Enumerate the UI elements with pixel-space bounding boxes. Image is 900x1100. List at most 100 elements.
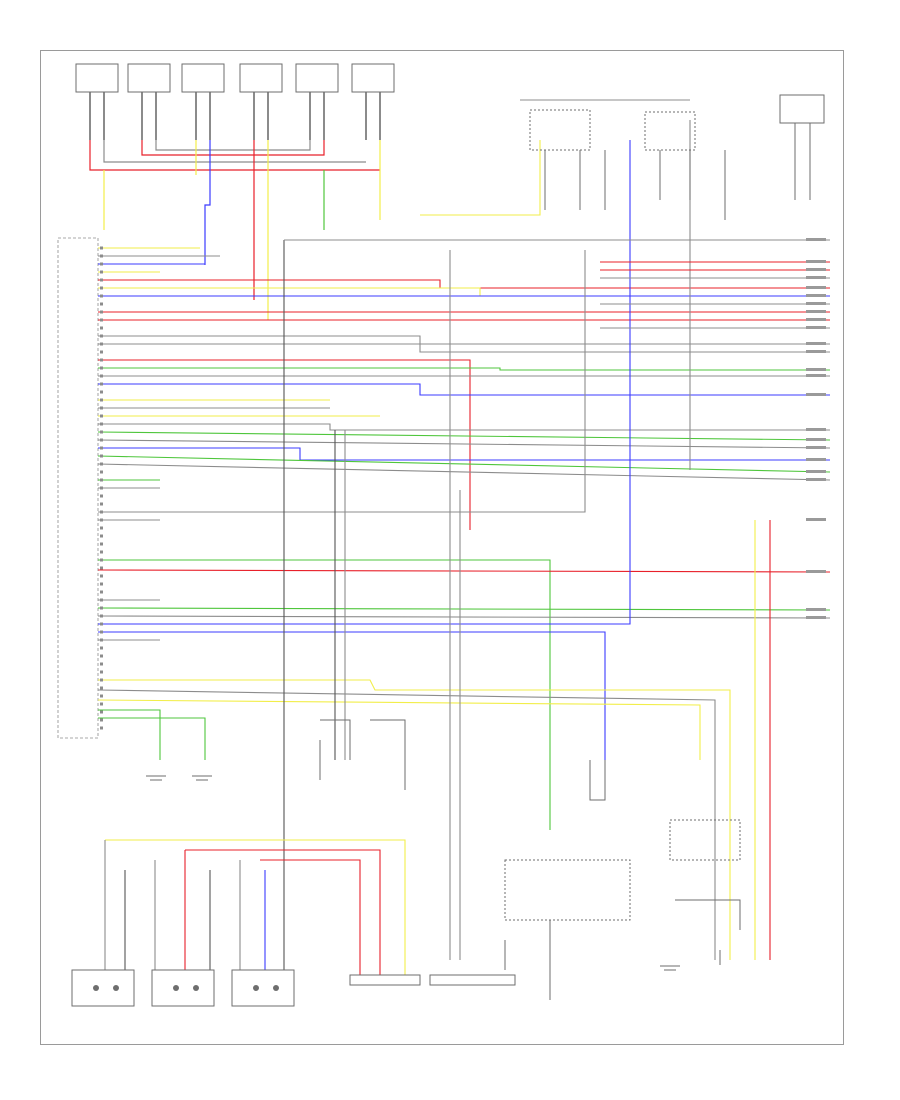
ecm-pin <box>100 422 103 426</box>
top-components <box>75 63 395 93</box>
ecm-connector-block <box>57 237 99 739</box>
ecm-pin <box>100 670 103 674</box>
ecm-pin <box>100 262 103 266</box>
top-relay <box>529 94 825 220</box>
wire-code-mark <box>806 286 826 289</box>
ecm-pin <box>100 694 103 698</box>
wire-code-mark <box>806 318 826 321</box>
ecm-pin <box>100 582 103 586</box>
ecm-pin <box>100 358 103 362</box>
ecm-pin <box>100 654 103 658</box>
wire-code-mark <box>806 326 826 329</box>
ecm-pin <box>100 542 103 546</box>
wire-code-mark <box>806 616 826 619</box>
ecm-pin <box>100 390 103 394</box>
ecm-pin <box>100 526 103 530</box>
wire-code-mark <box>806 438 826 441</box>
ecm-pin <box>100 510 103 514</box>
ecm-pin <box>100 294 103 298</box>
wire-code-mark <box>806 374 826 377</box>
ecm-pin <box>100 558 103 562</box>
ecm-pin <box>100 534 103 538</box>
ecm-pin <box>100 318 103 322</box>
wire-code-mark <box>806 368 826 371</box>
ecm-pin <box>100 334 103 338</box>
wire-code-mark <box>806 518 826 521</box>
ecm-pin <box>100 462 103 466</box>
ecm-pin <box>100 326 103 330</box>
ecm-pin <box>100 446 103 450</box>
wire-code-mark <box>806 470 826 473</box>
top-harness <box>89 140 381 320</box>
ecm-pin <box>100 246 103 250</box>
ecm-pin <box>100 254 103 258</box>
wire-code-mark <box>806 294 826 297</box>
ecm-pin <box>100 638 103 642</box>
wire-code-mark <box>806 446 826 449</box>
ecm-pin <box>100 494 103 498</box>
ecm-pin <box>100 486 103 490</box>
ecm-pin <box>100 518 103 522</box>
injector-symbols <box>93 985 279 991</box>
ecm-pin <box>100 662 103 666</box>
ecm-pin <box>100 470 103 474</box>
ecm-pin <box>100 566 103 570</box>
wire-code-mark <box>806 276 826 279</box>
diagram-frame <box>40 50 844 1045</box>
wire-code-mark <box>806 302 826 305</box>
ecm-pin <box>100 414 103 418</box>
wire-code-mark <box>806 458 826 461</box>
wire-code-mark <box>806 342 826 345</box>
ecm-pin <box>100 630 103 634</box>
ecm-pin <box>100 622 103 626</box>
ecm-pin <box>100 270 103 274</box>
bottom-right-components <box>319 719 741 1000</box>
ecm-pin <box>100 454 103 458</box>
ecm-pin <box>100 286 103 290</box>
wire-code-mark <box>806 268 826 271</box>
wire-code-mark <box>806 608 826 611</box>
ecm-pin <box>100 350 103 354</box>
ecm-pin <box>100 502 103 506</box>
ecm-pin <box>100 606 103 610</box>
ecm-pin <box>100 342 103 346</box>
ecm-pin <box>100 678 103 682</box>
ecm-pin <box>100 550 103 554</box>
top-component-pins <box>89 92 381 140</box>
ecm-pin <box>100 702 103 706</box>
trunk-lines <box>283 99 830 990</box>
ecm-pin <box>100 310 103 314</box>
wire-code-mark <box>806 310 826 313</box>
ecm-pin <box>100 278 103 282</box>
ground-symbols <box>146 775 680 971</box>
injectors <box>71 969 516 1007</box>
wire-code-mark <box>806 570 826 573</box>
ecm-pin <box>100 614 103 618</box>
ecm-pin <box>100 478 103 482</box>
wire-code-mark <box>806 350 826 353</box>
wire-code-mark <box>806 428 826 431</box>
ecm-pin <box>100 726 103 730</box>
ecm-pin-markers <box>100 246 103 730</box>
ecm-pin <box>100 718 103 722</box>
ecm-pin <box>100 574 103 578</box>
wire-code-mark <box>806 238 826 241</box>
ecm-pin <box>100 302 103 306</box>
ecm-pin <box>100 398 103 402</box>
ecm-wires <box>97 140 831 960</box>
wire-labels <box>806 238 826 619</box>
ecm-pin <box>100 406 103 410</box>
ecm-pin <box>100 590 103 594</box>
ecm-pin <box>100 374 103 378</box>
ecm-pin <box>100 438 103 442</box>
ecm-pin <box>100 710 103 714</box>
ecm-pin <box>100 646 103 650</box>
ecm-pin <box>100 686 103 690</box>
injector-harness <box>104 839 406 980</box>
ecm-pin <box>100 430 103 434</box>
wire-code-mark <box>806 260 826 263</box>
ecm-pin <box>100 382 103 386</box>
wire-code-mark <box>806 478 826 481</box>
ecm-pin <box>100 598 103 602</box>
